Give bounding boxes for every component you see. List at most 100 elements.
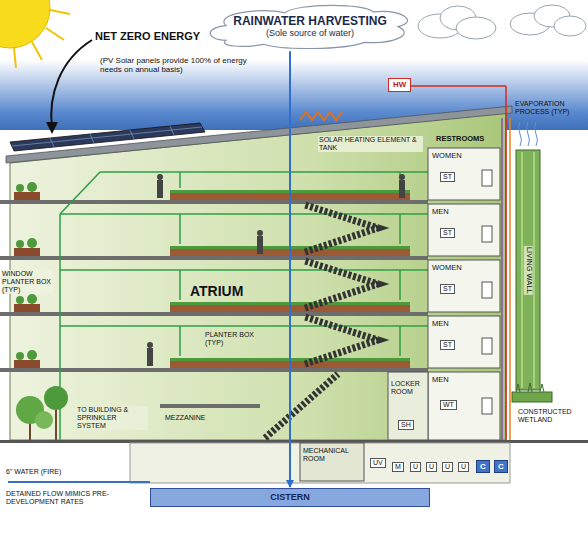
part-label: PLANTER BOX (TYP) bbox=[205, 331, 260, 347]
equipment-tag: U bbox=[458, 462, 469, 472]
cloud-shape bbox=[210, 5, 407, 48]
supply-pipes-part bbox=[501, 118, 503, 440]
floor-slabs bbox=[0, 200, 588, 443]
restroom-stack-part bbox=[428, 372, 500, 440]
node-text: CISTERN bbox=[155, 492, 425, 503]
living-wall-part bbox=[516, 150, 540, 390]
restroom-stack-part bbox=[428, 148, 500, 200]
sun-rays-part bbox=[50, 10, 70, 14]
equipment-tag: U bbox=[410, 462, 421, 472]
planter-boxes-part bbox=[14, 192, 40, 200]
rain-cloud: RAINWATER HARVESTING(Sole source of wate… bbox=[205, 2, 415, 51]
basement bbox=[130, 443, 510, 483]
part-label: SOLAR HEATING ELEMENT & TANK bbox=[318, 136, 423, 152]
sun-rays-part bbox=[32, 42, 42, 60]
irrigation-pipes-part bbox=[179, 172, 181, 188]
solar-heating-coil bbox=[300, 112, 342, 120]
room-label: MEN bbox=[432, 376, 449, 385]
room-label: MECHANICAL ROOM bbox=[303, 447, 361, 463]
locker-room bbox=[388, 372, 428, 440]
solar-panels-part bbox=[12, 126, 202, 147]
node-text: RAINWATER HARVESTING bbox=[233, 14, 387, 28]
floor-slabs-part bbox=[160, 404, 260, 408]
water-pipe-connector bbox=[289, 51, 291, 487]
planter-boxes-part bbox=[27, 238, 37, 248]
solar-panels-part-part bbox=[50, 138, 54, 147]
planter-boxes bbox=[14, 182, 410, 368]
room-label: MEN bbox=[432, 320, 449, 329]
trees-part bbox=[55, 405, 57, 440]
planter-boxes-part bbox=[27, 294, 37, 304]
irrigation-pipes-part bbox=[60, 172, 100, 214]
part-label: WINDOW PLANTER BOX (TYP) bbox=[1, 270, 53, 294]
restroom-stack-part bbox=[482, 226, 492, 242]
roof bbox=[6, 106, 512, 163]
people-part bbox=[257, 230, 263, 236]
irrigation-pipes-part bbox=[179, 214, 181, 244]
fixture-tag: SH bbox=[398, 420, 414, 430]
room-label: MEN bbox=[432, 208, 449, 217]
people-part bbox=[147, 342, 153, 348]
tank-tag: C bbox=[476, 460, 490, 473]
mechanical-room bbox=[300, 443, 364, 481]
irrigation-pipes bbox=[60, 172, 500, 440]
planter-boxes-part bbox=[16, 184, 24, 192]
constructed-wetland bbox=[512, 383, 552, 402]
sun-rays-part bbox=[14, 48, 16, 68]
irrigation-pipes-part bbox=[179, 326, 181, 356]
irrigation-pipes-part bbox=[399, 326, 401, 356]
equipment-tag: U bbox=[426, 462, 437, 472]
planter-boxes-part bbox=[14, 360, 40, 368]
sky-clouds-part bbox=[456, 17, 496, 39]
fixture-tag: ST bbox=[440, 172, 455, 182]
fixture-tag: WT bbox=[440, 400, 457, 410]
people-part bbox=[147, 348, 153, 366]
space-label: MEZZANINE bbox=[165, 414, 205, 422]
trees bbox=[16, 386, 68, 440]
irrigation-pipes-part bbox=[399, 270, 401, 300]
irrigation-pipes-part bbox=[399, 214, 401, 244]
restroom-stack-part bbox=[482, 282, 492, 298]
floor-slabs-part bbox=[0, 200, 428, 204]
fixture-tag: ST bbox=[440, 284, 455, 294]
room-label: LOCKER ROOM bbox=[391, 380, 427, 396]
restroom-stack-part bbox=[482, 398, 492, 414]
restroom-stack-part bbox=[482, 338, 492, 354]
stairs-part bbox=[265, 374, 338, 438]
planter-boxes-part bbox=[16, 240, 24, 248]
constructed-wetland-part bbox=[512, 392, 552, 402]
sky-clouds-part bbox=[554, 16, 586, 36]
floor-slabs-part bbox=[0, 368, 428, 372]
fixture-tag: ST bbox=[440, 340, 455, 350]
living-wall bbox=[516, 122, 540, 390]
sun-disc bbox=[0, 0, 50, 48]
hot-water-tank: HW bbox=[388, 78, 411, 92]
constructed-wetland-part bbox=[516, 383, 544, 392]
building-section bbox=[10, 113, 506, 440]
part-label: CONSTRUCTED WETLAND bbox=[518, 408, 584, 424]
sun-rays-part bbox=[46, 28, 64, 40]
sky-clouds bbox=[418, 5, 586, 39]
leader-arrow bbox=[51, 40, 92, 128]
space-label: ATRIUM bbox=[190, 283, 243, 299]
planter-boxes-part bbox=[14, 248, 40, 256]
solar-panels-part-part bbox=[130, 130, 134, 139]
planter-boxes-part bbox=[16, 296, 24, 304]
stairs-part bbox=[305, 205, 378, 252]
living-wall-part bbox=[519, 122, 538, 146]
restroom-stack bbox=[428, 148, 500, 440]
restroom-stack-part bbox=[428, 316, 500, 368]
sun bbox=[0, 0, 70, 68]
restroom-stack-part bbox=[482, 170, 492, 186]
supply-pipes bbox=[502, 86, 510, 440]
node-text: HW bbox=[393, 80, 406, 90]
stairs-part bbox=[305, 261, 378, 308]
people-part bbox=[399, 174, 405, 180]
pipe-label: 6" WATER (FIRE) bbox=[6, 468, 61, 476]
cistern: CISTERN bbox=[150, 488, 430, 507]
arrow-head bbox=[46, 122, 58, 134]
planter-boxes-part bbox=[27, 350, 37, 360]
hot-water-pipe bbox=[410, 85, 506, 87]
part-label: LIVING WALL bbox=[524, 246, 533, 295]
